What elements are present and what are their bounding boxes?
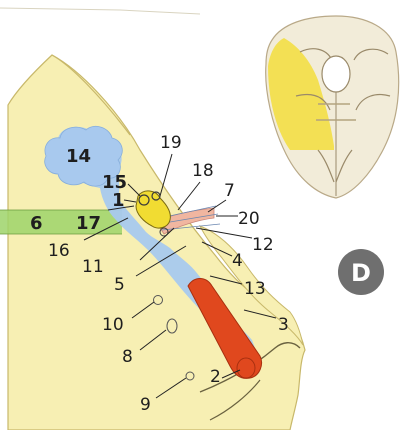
label-9: 9 [140, 395, 151, 415]
label-11: 11 [82, 257, 104, 277]
panel-letter: D [351, 259, 371, 287]
carotid-artery-end [237, 358, 255, 378]
label-18: 18 [192, 161, 214, 181]
top-edge-line [0, 8, 200, 14]
label-16: 16 [48, 241, 70, 261]
label-10: 10 [102, 315, 124, 335]
label-2: 2 [210, 367, 221, 387]
label-7: 7 [224, 181, 235, 201]
skull-base-inset [266, 16, 399, 198]
label-4: 4 [232, 251, 243, 271]
label-5: 5 [114, 275, 125, 295]
label-12: 12 [252, 235, 274, 255]
label-8: 8 [122, 347, 133, 367]
label-13: 13 [244, 279, 266, 299]
foramen-magnum [322, 56, 350, 92]
label-1: 1 [112, 190, 125, 211]
panel-badge: D [338, 249, 384, 295]
label-20: 20 [238, 209, 260, 229]
label-17: 17 [76, 213, 101, 234]
label-3: 3 [278, 315, 289, 335]
label-19: 19 [160, 133, 182, 153]
label-6: 6 [30, 213, 43, 234]
label-14: 14 [66, 146, 91, 167]
